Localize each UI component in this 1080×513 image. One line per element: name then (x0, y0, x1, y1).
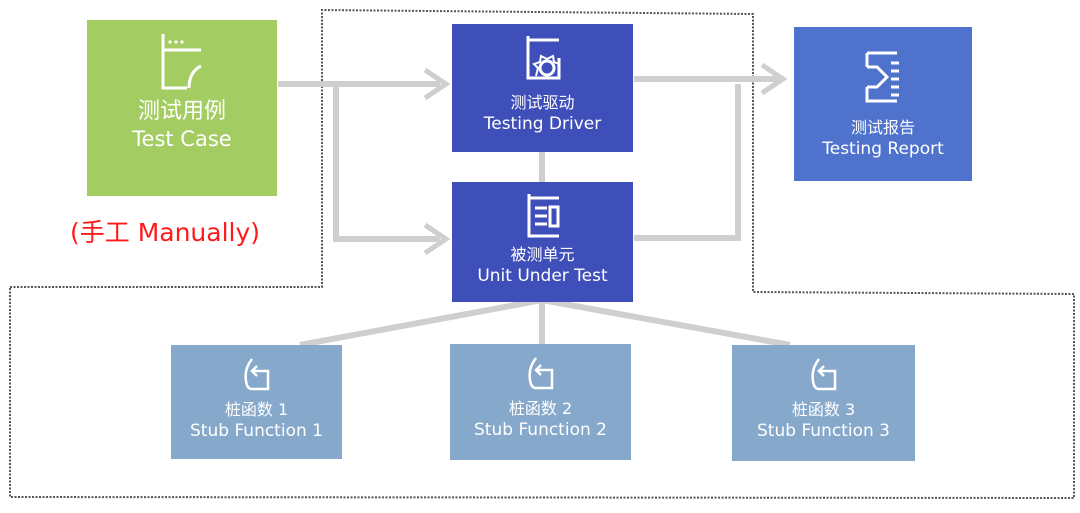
gear-document-icon (526, 36, 560, 80)
edge-testcase-unit (333, 84, 440, 242)
report-arrow-icon (865, 51, 899, 103)
node-stub-function-3: 桩函数 3 Stub Function 3 (732, 345, 915, 461)
test-case-label-en: Test Case (132, 127, 232, 151)
stub-2-label-zh: 桩函数 2 (508, 399, 573, 418)
node-stub-function-1: 桩函数 1 Stub Function 1 (171, 345, 342, 459)
edge-unit-stub-1 (299, 297, 543, 348)
node-test-case: 测试用例 Test Case (87, 20, 277, 196)
arrowhead-report (760, 62, 788, 96)
driver-label-zh: 测试驱动 (510, 93, 575, 112)
report-label-zh: 测试报告 (850, 118, 915, 137)
document-lines-icon (527, 194, 559, 238)
edge-unit-report (634, 84, 741, 241)
test-case-label-zh: 测试用例 (137, 99, 226, 124)
test-case-icon (161, 34, 202, 90)
return-arrow-icon (810, 358, 836, 391)
return-arrow-icon (527, 357, 553, 390)
stub-3-label-en: Stub Function 3 (757, 421, 890, 441)
edge-unit-stub-3 (541, 297, 791, 348)
node-stub-function-2: 桩函数 2 Stub Function 2 (450, 344, 631, 460)
arrowhead-driver (423, 67, 451, 101)
node-unit-under-test: 被测单元 Unit Under Test (452, 182, 633, 302)
report-label-en: Testing Report (822, 139, 944, 159)
manual-annotation: (手工 Manually) (70, 218, 261, 247)
unit-label-en: Unit Under Test (477, 266, 608, 286)
test-harness-boundary (9, 8, 1075, 500)
driver-label-en: Testing Driver (483, 114, 602, 134)
node-testing-driver: 测试驱动 Testing Driver (452, 24, 633, 152)
arrowhead-unit (423, 222, 451, 256)
stub-2-label-en: Stub Function 2 (474, 420, 607, 440)
stub-3-label-zh: 桩函数 3 (791, 400, 856, 419)
node-testing-report: 测试报告 Testing Report (794, 27, 972, 181)
return-arrow-icon (243, 358, 269, 391)
unit-label-zh: 被测单元 (510, 245, 575, 264)
stub-1-label-zh: 桩函数 1 (224, 400, 289, 419)
stub-1-label-en: Stub Function 1 (190, 421, 323, 441)
